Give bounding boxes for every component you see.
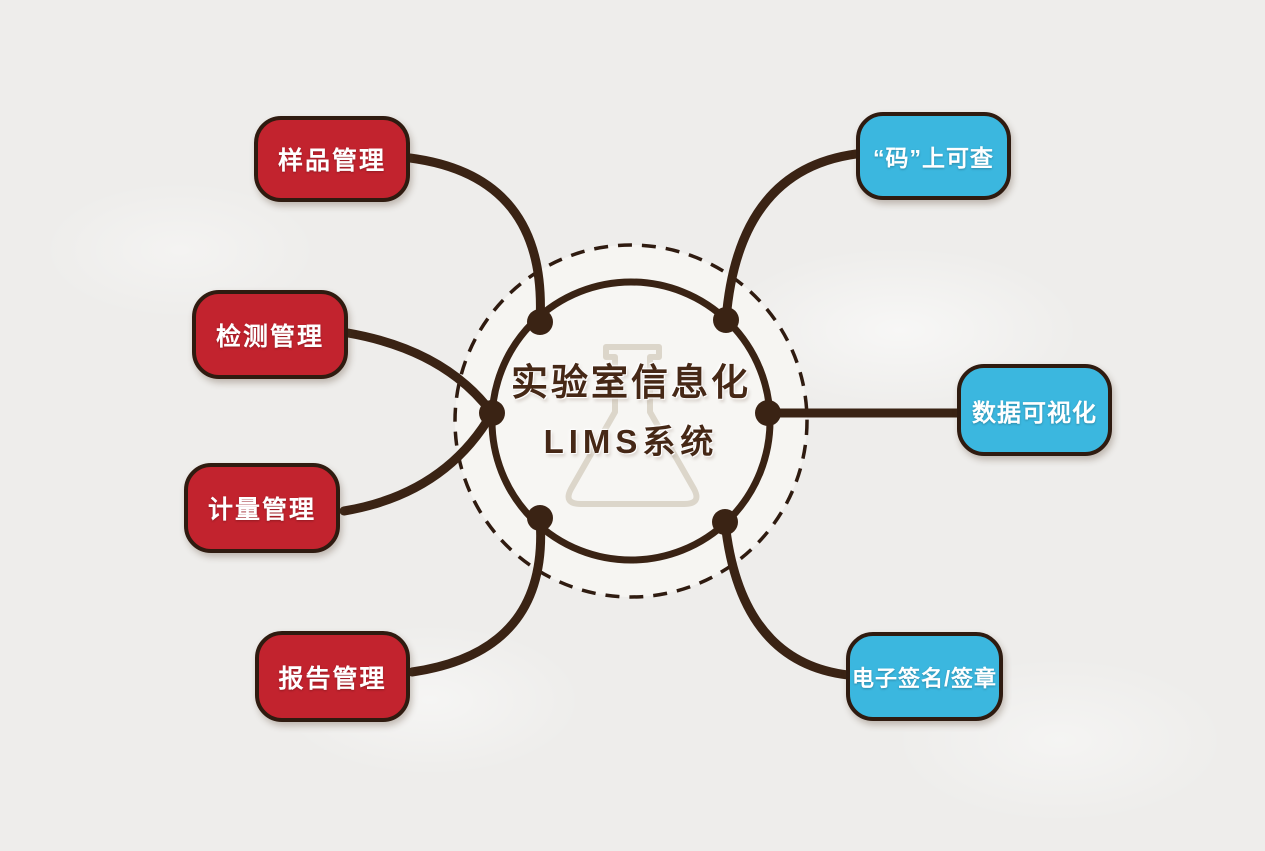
junction-dot-right <box>755 400 781 426</box>
erlenmeyer-flask-icon <box>565 344 700 507</box>
connector-metrology <box>339 408 497 516</box>
connector-sample <box>405 153 545 327</box>
center-title-line1: 实验室信息化 <box>511 362 751 403</box>
connector-report <box>407 513 546 677</box>
connector-code <box>721 149 861 325</box>
connector-esign <box>720 517 853 680</box>
connector-testing <box>343 328 497 418</box>
center-title: 实验室信息化 LIMS系统 <box>511 363 751 460</box>
junction-dot-bottom-left <box>527 505 553 531</box>
junction-dot-top-left <box>527 309 553 335</box>
node-data-visualization: 数据可视化 <box>957 364 1112 456</box>
junction-dot-left <box>479 400 505 426</box>
node-sample-management: 样品管理 <box>254 116 410 202</box>
junction-dot-bottom-right <box>712 509 738 535</box>
center-title-line2: LIMS系统 <box>543 423 719 460</box>
node-report-management: 报告管理 <box>255 631 410 722</box>
node-code-scan-query: “码”上可查 <box>856 112 1011 200</box>
junction-dot-top-right <box>713 307 739 333</box>
node-electronic-signature: 电子签名/签章 <box>846 632 1003 721</box>
node-metrology-management: 计量管理 <box>184 463 340 553</box>
node-testing-management: 检测管理 <box>192 290 348 379</box>
